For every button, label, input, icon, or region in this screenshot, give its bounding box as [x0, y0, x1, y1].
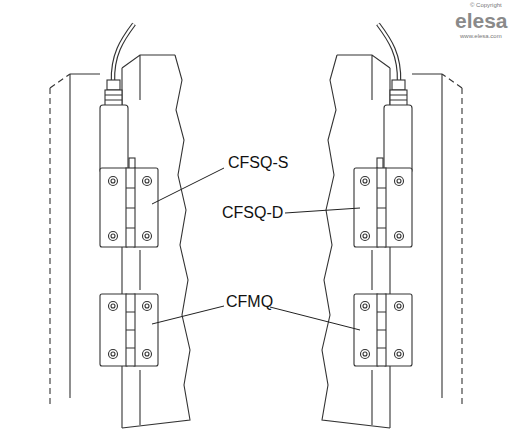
leader-line: [285, 208, 360, 213]
part-name: CFSQ-D: [222, 205, 283, 221]
website-url: www.elesa.com: [460, 33, 502, 39]
leader-line: [152, 306, 224, 324]
leader-line: [270, 307, 360, 330]
right-assembly: [322, 24, 462, 428]
brand-logo: elesa: [455, 10, 508, 31]
copyright-note: © Copyright: [470, 2, 502, 8]
leader-lines: [152, 168, 360, 330]
part-name: CFMQ: [226, 294, 273, 310]
left-assembly: [50, 24, 190, 428]
leader-line: [152, 168, 224, 204]
part-name: CFSQ-S: [228, 155, 288, 171]
